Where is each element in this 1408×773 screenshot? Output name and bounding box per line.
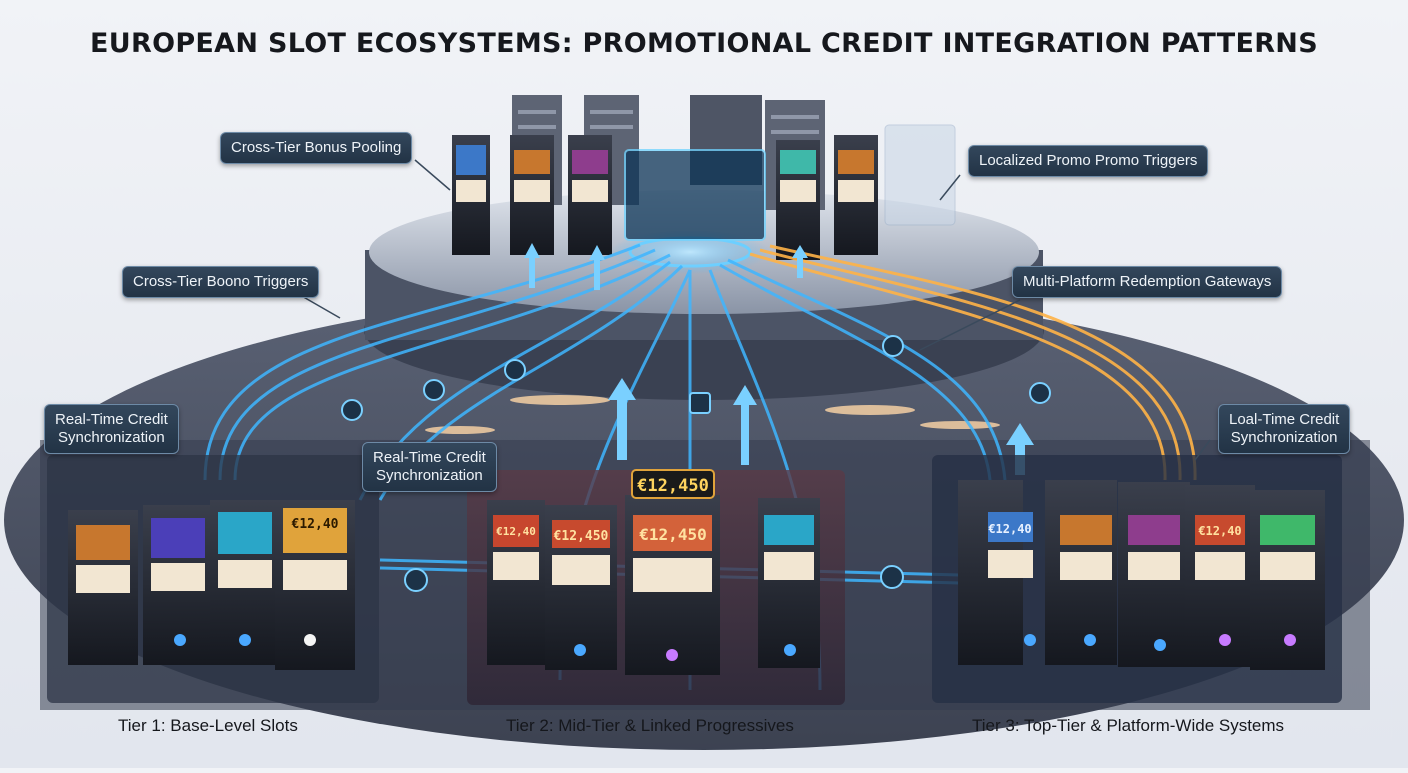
loaltime-sync-right-line2: Synchronization: [1230, 429, 1338, 446]
realtime-sync-mid-line1: Real-Time Credit: [373, 449, 486, 466]
loaltime-sync-right-label: Loal-Time Credit Synchronization: [1218, 404, 1351, 454]
platform-slot-machines: [452, 135, 878, 260]
orange-credit-flows: [749, 244, 1197, 481]
tier2-main-jackpot: €12,450: [637, 476, 709, 496]
tier3-slot-machines: [958, 480, 1325, 670]
realtime-sync-mid-label: Real-Time Credit Synchronization: [362, 442, 497, 492]
network-icon: [1029, 382, 1051, 404]
realtime-sync-mid-line2: Synchronization: [376, 467, 483, 484]
tier2-jackpot-a: €12,450: [554, 529, 609, 544]
hologram-dashboard: [624, 149, 766, 241]
tier3-caption: Tier 3: Top-Tier & Platform-Wide Systems: [972, 716, 1285, 735]
network-icon: [423, 379, 445, 401]
realtime-sync-left-line1: Real-Time Credit: [55, 411, 168, 428]
gift-icon: [504, 359, 526, 381]
tier2-jackpot-b: €12,450: [639, 525, 706, 544]
loaltime-sync-right-line1: Loal-Time Credit: [1229, 411, 1340, 428]
tier2-caption: Tier 2: Mid-Tier & Linked Progressives: [506, 716, 794, 735]
tier1-jackpot: €12,40: [292, 517, 339, 532]
cross-tier-triggers-label: Cross-Tier Boono Triggers: [122, 266, 320, 298]
hologram-side-panel: [884, 124, 956, 226]
page-title: EUROPEAN SLOT ECOSYSTEMS: PROMOTIONAL CR…: [90, 28, 1318, 59]
gear-icon: [404, 568, 428, 592]
tier1-slot-machines: [68, 500, 355, 670]
plug-icon: [689, 392, 711, 414]
realtime-sync-left-line2: Synchronization: [58, 429, 165, 446]
realtime-sync-left-label: Real-Time Credit Synchronization: [44, 404, 179, 454]
tier2-slot-machines: [487, 469, 820, 675]
multi-platform-redemption-label: Multi-Platform Redemption Gateways: [1012, 266, 1283, 298]
tier1-caption: Tier 1: Base-Level Slots: [118, 716, 298, 735]
flow-node-icons: [341, 335, 1051, 592]
gear-icon: [882, 335, 904, 357]
tier2-jackpot-c: €12,40: [496, 525, 536, 538]
tier3-jackpot-b: €12,40: [1198, 524, 1241, 538]
network-icon: [880, 565, 904, 589]
label-pointers: [299, 159, 1211, 461]
cross-tier-bonus-pooling-label: Cross-Tier Bonus Pooling: [220, 132, 413, 164]
localized-promo-triggers-label: Localized Promo Promo Triggers: [968, 145, 1209, 177]
gear-icon: [341, 399, 363, 421]
tier3-jackpot-a: €12,40: [988, 522, 1031, 536]
